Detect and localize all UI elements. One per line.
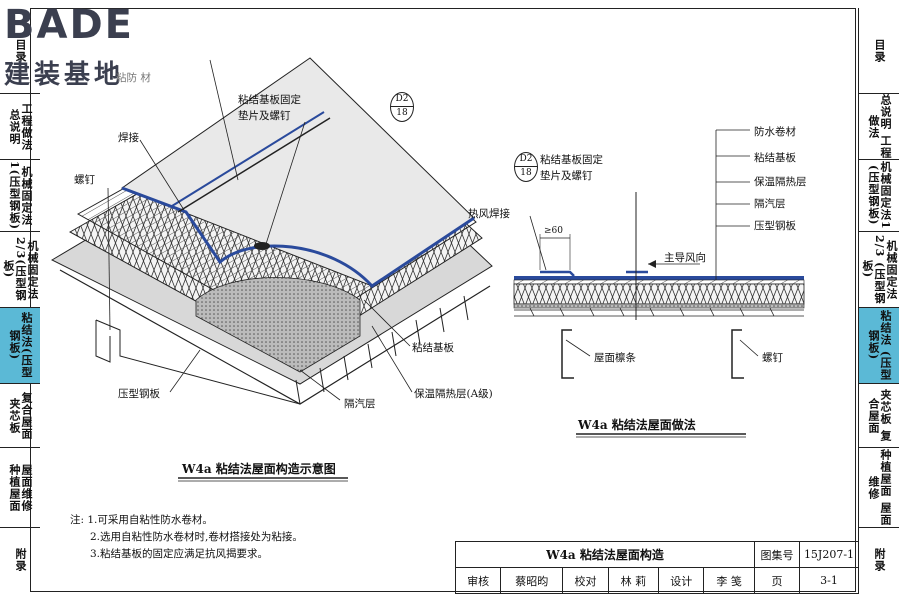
right-tab-general[interactable]: 总说明 工程做法	[859, 94, 899, 160]
note-1: 注: 1.可采用自粘性防水卷材。	[70, 514, 213, 526]
sec-purlin-right	[731, 329, 744, 379]
sec-label-layer-steel: 压型钢板	[754, 220, 796, 232]
iso-label-screw: 螺钉	[74, 174, 95, 186]
iso-label-vapor: 隔汽层	[344, 398, 376, 410]
iso-vapor-barrier	[195, 277, 361, 373]
right-tab-mech1[interactable]: 机械固定法1 (压型钢板)	[859, 160, 899, 232]
note-2: 2.选用自粘性防水卷材时,卷材搭接处为粘接。	[90, 531, 303, 543]
iso-fastener	[254, 242, 270, 250]
atlas-number: 15J207-1	[799, 541, 859, 568]
designer-name: 李 笺	[703, 567, 755, 594]
iso-label-fixing: 粘结基板固定 垫片及螺钉	[238, 94, 301, 122]
note-3: 3.粘结基板的固定应满足抗风揭要求。	[90, 548, 269, 560]
brand-logo: BADE	[4, 2, 134, 48]
notes: 注: 1.可采用自粘性防水卷材。 2.选用自粘性防水卷材时,卷材搭接处为粘接。 …	[70, 512, 303, 563]
sec-board	[513, 279, 805, 285]
iso-label-weld: 焊接	[118, 132, 139, 144]
sec-label-layer-membrane: 防水卷材	[754, 126, 796, 138]
sec-label-purlin: 屋面檩条	[594, 352, 636, 364]
iso-purlin	[95, 320, 111, 363]
title-block: W4a 粘结法屋面构造 图集号 15J207-1 审核 蔡昭昀 校对 林 莉 设…	[454, 541, 859, 594]
page-number: 3-1	[799, 567, 859, 594]
iso-label-insulation: 保温隔热层(A级)	[414, 388, 493, 400]
left-tab-column: 目录 总说明工程做法 机械固定法1(压型钢板) 机械固定法2/3(压型钢板) 粘…	[0, 8, 40, 592]
sec-label-layer-vapor: 隔汽层	[754, 198, 786, 210]
left-tab-adhesive[interactable]: 粘结法(压型钢板)	[0, 308, 40, 384]
sec-label-hotweld: 热风焊接	[468, 208, 510, 220]
right-tab-column: 目录 总说明 工程做法 机械固定法1 (压型钢板) 机械固定法2/3 (压型钢板…	[858, 8, 899, 592]
sec-membrane	[514, 276, 804, 280]
sec-purlin-left	[561, 329, 574, 379]
right-tab-contents[interactable]: 目录	[859, 8, 899, 94]
iso-label-board: 粘结基板	[412, 342, 454, 354]
reviewer-name: 蔡昭昀	[500, 567, 564, 594]
right-tab-mech23[interactable]: 机械固定法2/3 (压型钢板)	[859, 232, 899, 308]
left-tab-sandwich[interactable]: 夹芯板复合屋面	[0, 384, 40, 448]
wind-arrow-icon	[648, 260, 656, 268]
atlas-label: 图集号	[754, 541, 800, 568]
design-label: 设计	[658, 567, 705, 594]
right-tab-sandwich[interactable]: 夹芯板 复合屋面	[859, 384, 899, 448]
left-tab-planted[interactable]: 种植屋面屋面维修	[0, 448, 40, 528]
left-tab-mech1[interactable]: 机械固定法1(压型钢板)	[0, 160, 40, 232]
sec-vapor	[513, 303, 805, 309]
sec-label-fixing: 粘结基板固定 垫片及螺钉	[540, 154, 603, 182]
check-label: 校对	[562, 567, 609, 594]
sec-label-layer-board: 粘结基板	[754, 152, 796, 164]
checker-name: 林 莉	[607, 567, 660, 594]
watermark-fragment: 粘防 材	[116, 72, 151, 84]
sec-steel	[514, 309, 804, 317]
brand-logo-sub: 建装基地	[4, 60, 125, 90]
left-tab-contents[interactable]: 目录	[0, 8, 40, 94]
sec-insulation	[513, 283, 805, 305]
iso-caption: W4a 粘结法屋面构造示意图	[182, 462, 336, 476]
drawing-frame	[30, 8, 856, 592]
right-tab-adhesive[interactable]: 粘结法 (压型钢板)	[859, 308, 899, 384]
isometric-view	[50, 57, 493, 405]
sec-label-screw: 螺钉	[762, 352, 783, 364]
title-block-title: W4a 粘结法屋面构造	[455, 541, 755, 568]
sec-label-layer-insulation: 保温隔热层	[754, 176, 807, 188]
right-tab-appendix[interactable]: 附录	[873, 548, 886, 572]
right-tab-planted[interactable]: 种植屋面 屋面维修	[859, 448, 899, 528]
page-label: 页	[754, 567, 800, 594]
section-caption: W4a 粘结法屋面做法	[578, 418, 696, 432]
sec-label-wind: 主导风向	[664, 252, 706, 264]
iso-label-steel: 压型钢板	[118, 388, 160, 400]
left-tab-general[interactable]: 总说明工程做法	[0, 94, 40, 160]
section-view	[513, 129, 805, 379]
review-label: 审核	[454, 567, 502, 594]
left-tab-appendix[interactable]: 附录	[14, 548, 27, 572]
sec-label-overlap: ≥60	[544, 226, 563, 236]
left-tab-mech23[interactable]: 机械固定法2/3(压型钢板)	[0, 232, 40, 308]
